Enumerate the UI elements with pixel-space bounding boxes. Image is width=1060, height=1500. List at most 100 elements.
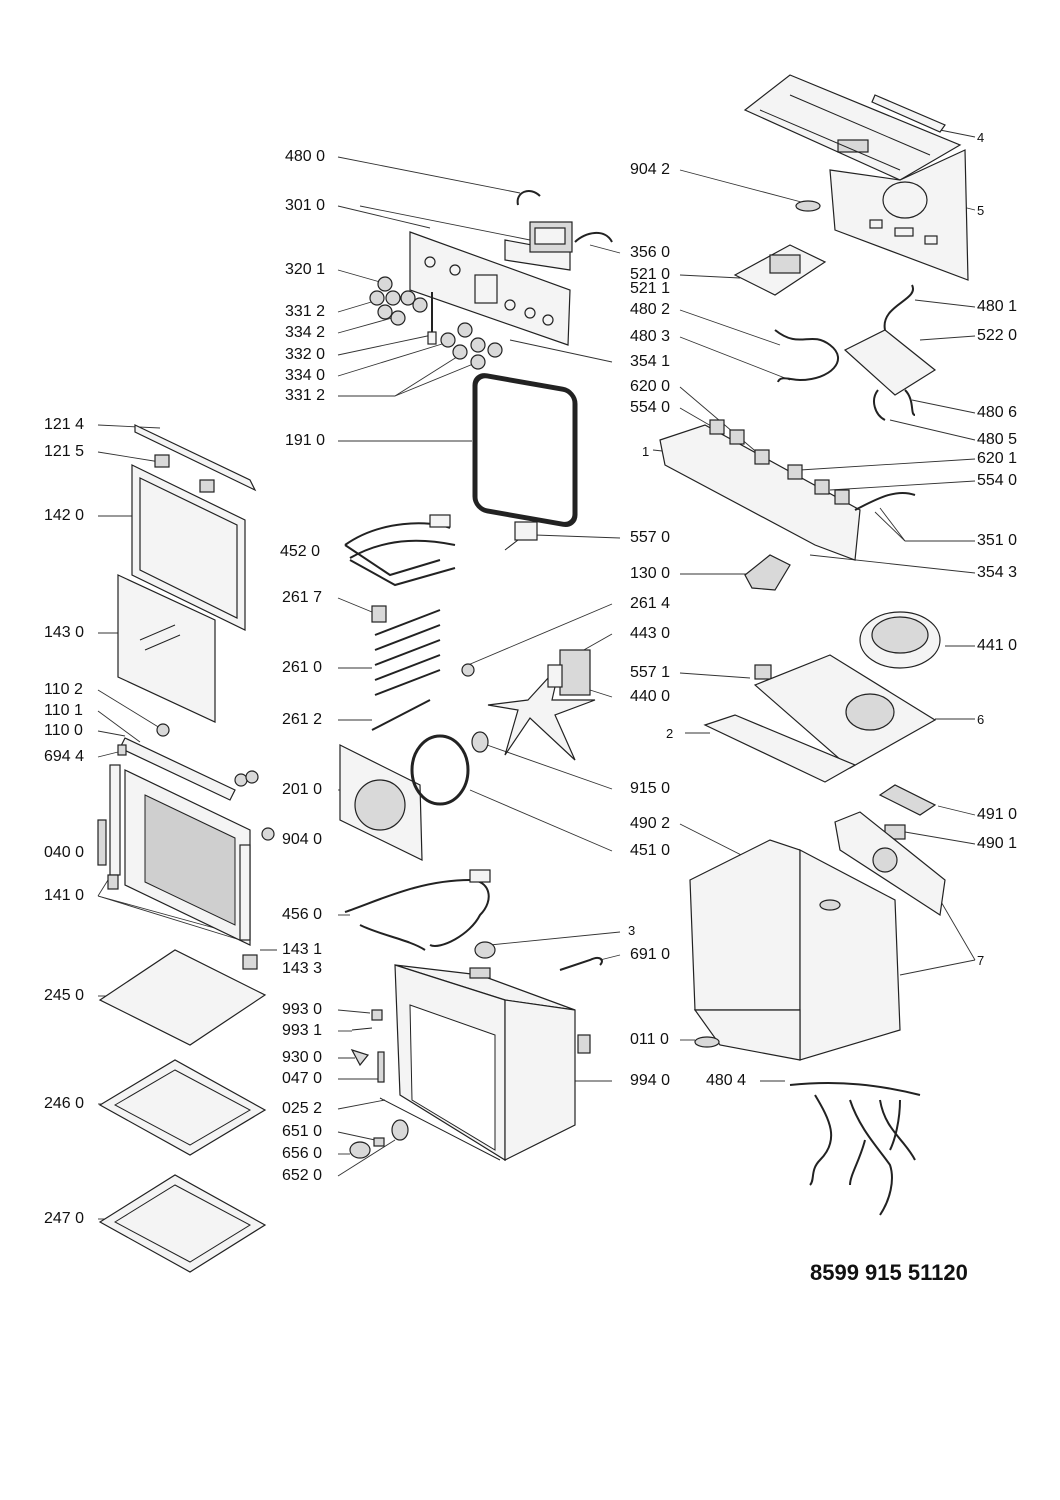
shelf-supports xyxy=(371,605,441,731)
document-number: 8599 915 51120 xyxy=(810,1260,968,1285)
label-110-1: 110 1 xyxy=(44,702,83,719)
fan-441 xyxy=(859,611,941,669)
label-490-2: 490 2 xyxy=(630,815,671,832)
pcb-521 xyxy=(733,244,827,296)
label-480-0: 480 0 xyxy=(285,148,326,165)
module-522 xyxy=(843,329,937,421)
ring-490-2 xyxy=(819,899,841,911)
outer-casing-7 xyxy=(689,839,901,1061)
label-441-0: 441 0 xyxy=(977,637,1018,654)
leader-lines xyxy=(97,129,976,1220)
label-691-0: 691 0 xyxy=(630,946,671,963)
label-261-2: 261 2 xyxy=(282,711,323,728)
label-143-3: 143 3 xyxy=(282,960,323,977)
label-025-2: 025 2 xyxy=(282,1100,323,1117)
tray-247 xyxy=(98,1174,267,1273)
label-451-0: 451 0 xyxy=(630,842,671,859)
fan-ring-904-2 xyxy=(795,200,821,212)
outer-door xyxy=(97,744,275,970)
label-557-1: 557 1 xyxy=(630,664,671,681)
label-480-2: 480 2 xyxy=(630,301,671,318)
control-panel xyxy=(409,190,613,346)
label-143-1: 143 1 xyxy=(282,941,323,958)
label-904-2: 904 2 xyxy=(630,161,671,178)
callout-6: 6 xyxy=(977,712,985,727)
tray-246 xyxy=(98,1059,267,1156)
label-320-1: 320 1 xyxy=(285,261,326,278)
label-261-7: 261 7 xyxy=(282,589,323,606)
callout-2: 2 xyxy=(666,726,674,741)
label-143-0: 143 0 xyxy=(44,624,85,641)
rear-bracket-1 xyxy=(659,419,916,561)
front-strip-2 xyxy=(703,714,857,783)
label-656-0: 656 0 xyxy=(282,1145,323,1162)
lamp-3 xyxy=(474,941,496,959)
label-930-0: 930 0 xyxy=(282,1049,323,1066)
label-694-4: 694 4 xyxy=(44,748,85,765)
rear-panel-7 xyxy=(834,811,946,917)
label-480-4: 480 4 xyxy=(706,1072,747,1089)
foot-011 xyxy=(694,1036,720,1048)
glass-143 xyxy=(117,574,216,723)
label-354-3: 354 3 xyxy=(977,564,1018,581)
label-121-5: 121 5 xyxy=(44,443,85,460)
label-480-6: 480 6 xyxy=(977,404,1018,421)
grill-rack-245 xyxy=(98,949,267,1046)
label-110-0: 110 0 xyxy=(44,722,83,739)
rear-top-panel xyxy=(743,74,969,281)
callout-1: 1 xyxy=(642,444,650,459)
thermostat-557-1 xyxy=(754,664,772,680)
bushing-915 xyxy=(471,731,489,753)
label-334-2: 334 2 xyxy=(285,324,326,341)
label-904-0: 904 0 xyxy=(282,831,323,848)
knobs-upper xyxy=(369,276,428,326)
label-301-0: 301 0 xyxy=(285,197,326,214)
label-040-0: 040 0 xyxy=(44,844,85,861)
label-331-2-a: 331 2 xyxy=(285,303,326,320)
label-456-0: 456 0 xyxy=(282,906,323,923)
label-557-0: 557 0 xyxy=(630,529,671,546)
label-443-0: 443 0 xyxy=(630,625,671,642)
label-652-0: 652 0 xyxy=(282,1167,323,1184)
label-354-1: 354 1 xyxy=(630,353,671,370)
label-130-0: 130 0 xyxy=(630,565,671,582)
label-261-4: 261 4 xyxy=(630,595,671,612)
label-994-0: 994 0 xyxy=(630,1072,671,1089)
label-521-1: 521 1 xyxy=(630,280,671,297)
door-seal xyxy=(472,373,578,527)
label-480-1: 480 1 xyxy=(977,298,1018,315)
connector-491 xyxy=(878,784,937,816)
label-522-0: 522 0 xyxy=(977,327,1018,344)
circular-heating-element xyxy=(344,869,491,951)
fan-ring-451 xyxy=(410,734,470,806)
callout-4: 4 xyxy=(977,130,985,145)
fan-blade-443 xyxy=(461,662,596,761)
label-521-0: 521 0 xyxy=(630,266,671,283)
oven-cavity xyxy=(349,964,591,1162)
label-440-0: 440 0 xyxy=(630,688,671,705)
label-356-0: 356 0 xyxy=(630,244,671,261)
fan-motor-440 xyxy=(547,649,591,696)
label-334-0: 334 0 xyxy=(285,367,326,384)
label-620-0: 620 0 xyxy=(630,378,671,395)
label-142-0: 142 0 xyxy=(44,507,85,524)
top-cover-6 xyxy=(753,654,937,769)
fan-cover xyxy=(339,744,423,861)
callout-5: 5 xyxy=(977,203,985,218)
door-top-profile xyxy=(134,424,257,493)
label-993-0: 993 0 xyxy=(282,1001,323,1018)
top-heating-element xyxy=(344,514,456,587)
label-554-0-a: 554 0 xyxy=(630,399,671,416)
label-332-0: 332 0 xyxy=(285,346,326,363)
label-331-2-b: 331 2 xyxy=(285,387,326,404)
inner-glass-142 xyxy=(131,464,246,631)
label-201-0: 201 0 xyxy=(282,781,323,798)
label-191-0: 191 0 xyxy=(285,432,326,449)
door-handle xyxy=(119,723,259,801)
label-246-0: 246 0 xyxy=(44,1095,85,1112)
label-452-0: 452 0 xyxy=(280,543,321,560)
switch-130 xyxy=(744,554,791,591)
main-wiring-harness-480-4 xyxy=(789,1082,921,1216)
